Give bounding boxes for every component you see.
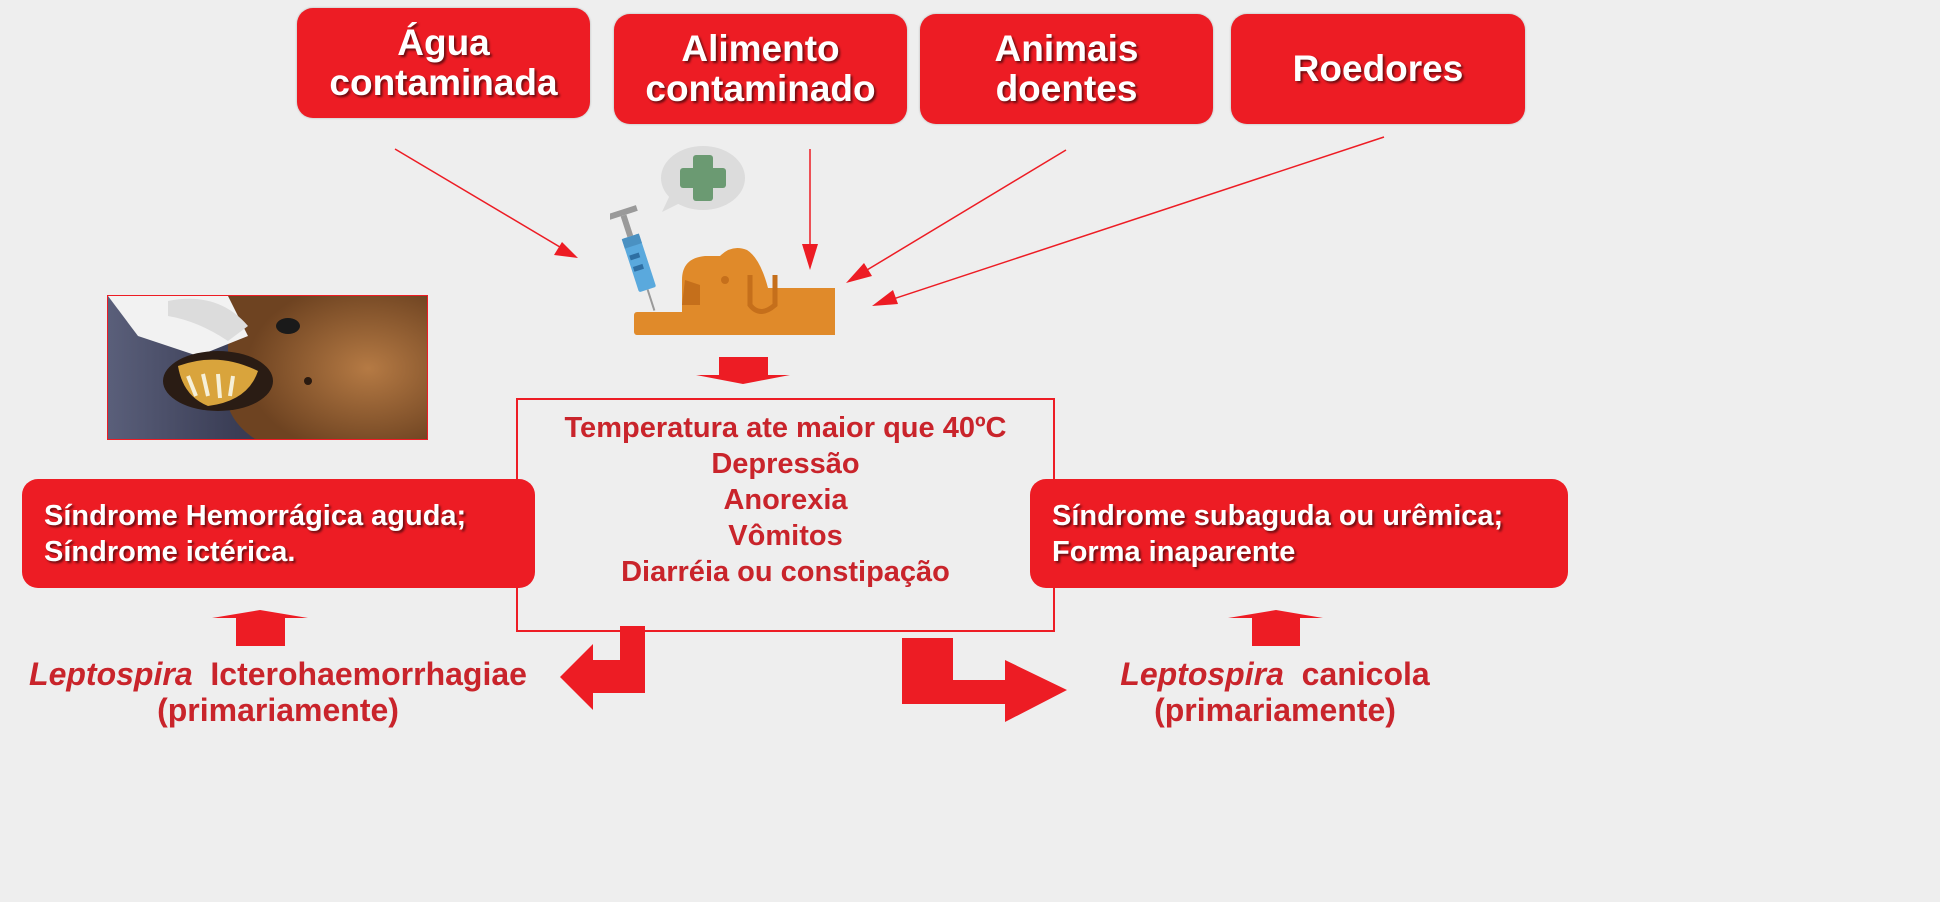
arrow-dog-to-symptoms <box>696 357 790 384</box>
syndrome-box-left: Síndrome Hemorrágica aguda; Síndrome ict… <box>22 479 535 588</box>
source-label-animais: Animais doentes <box>994 28 1139 109</box>
syndrome-left-label: Síndrome Hemorrágica aguda; Síndrome ict… <box>44 499 467 568</box>
source-box-alimento: Alimento contaminado <box>614 14 907 124</box>
source-box-agua: Água contaminada <box>297 8 590 118</box>
dog-vaccination-icon <box>610 146 835 335</box>
serovar-left-note: (primariamente) <box>157 692 399 728</box>
source-label-agua: Água contaminada <box>329 22 558 103</box>
syndrome-box-right: Síndrome subaguda ou urêmica; Forma inap… <box>1030 479 1568 588</box>
symptom-anorexia: Anorexia <box>723 484 848 516</box>
arrow-bent-right <box>902 638 1067 722</box>
source-label-roedores: Roedores <box>1292 48 1464 89</box>
serovar-right-genus: Leptospira <box>1120 656 1284 692</box>
source-box-roedores: Roedores <box>1231 14 1525 124</box>
arrow-head-roedores <box>872 290 898 306</box>
dog-mouth-examination-photo <box>107 295 428 440</box>
syndrome-right-label: Síndrome subaguda ou urêmica; Forma inap… <box>1052 499 1504 568</box>
serovar-right-name: canicola <box>1301 656 1430 692</box>
arrow-bent-left <box>560 626 645 710</box>
source-label-alimento: Alimento contaminado <box>645 28 876 109</box>
syringe-icon <box>610 205 656 311</box>
arrow-animais-to-dog <box>851 149 1067 280</box>
arrow-agua-to-dog <box>394 148 576 257</box>
arrow-up-left <box>212 610 308 646</box>
serovar-right: Leptospira canicola (primariamente) <box>1100 656 1450 728</box>
serovar-left-name: Icterohaemorrhagiae <box>210 656 527 692</box>
serovar-left: Leptospira Icterohaemorrhagiae (primaria… <box>10 656 546 728</box>
serovar-left-genus: Leptospira <box>29 656 193 692</box>
symptom-vomiting: Vômitos <box>728 520 843 552</box>
arrow-head-animais <box>846 263 872 283</box>
source-box-animais: Animais doentes <box>920 14 1213 124</box>
dog-icon <box>634 248 835 335</box>
arrow-roedores-to-dog <box>877 136 1385 305</box>
symptom-diarrhea: Diarréia ou constipação <box>621 556 950 588</box>
diagram-arrows <box>212 136 1385 722</box>
symptom-depression: Depressão <box>711 448 860 480</box>
symptoms-box: Temperatura ate maior que 40ºC Depressão… <box>516 398 1055 632</box>
symptom-temperature: Temperatura ate maior que 40ºC <box>564 412 1007 444</box>
arrow-head-alimento <box>802 244 818 270</box>
serovar-right-note: (primariamente) <box>1154 692 1396 728</box>
medical-cross-icon <box>680 155 726 201</box>
arrow-up-right <box>1228 610 1323 646</box>
arrow-head-agua <box>554 242 578 258</box>
